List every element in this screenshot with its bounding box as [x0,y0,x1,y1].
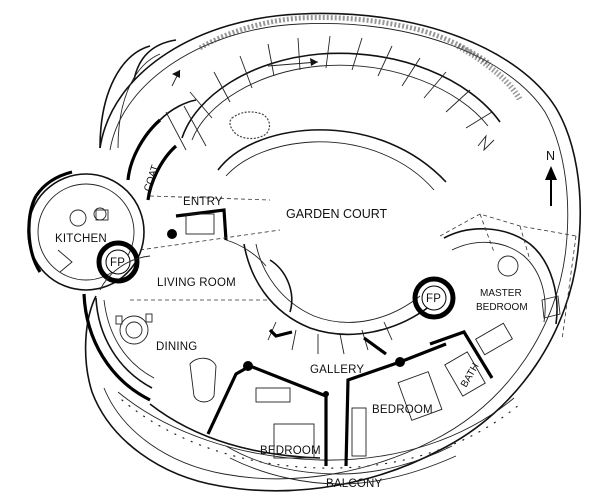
outer-ramp [84,12,582,492]
label-bedroom-south: BEDROOM [260,445,321,457]
living-room [99,195,293,313]
south-wing [82,293,521,469]
fireplace-east [412,276,456,320]
label-bedroom-east: BEDROOM [372,404,433,416]
kitchen-area [27,170,145,291]
label-fp-west: FP [110,257,125,269]
garden-court [217,129,447,355]
label-dining: DINING [156,341,197,353]
label-north: N [546,149,555,163]
label-fp-east: FP [426,293,441,305]
north-arrow-icon [545,166,557,206]
label-coat: COAT [142,164,161,193]
label-master-line2: BEDROOM [476,302,528,313]
label-master-line1: MASTER [480,288,522,299]
label-living-room: LIVING ROOM [157,277,236,289]
label-garden-court: GARDEN COURT [286,207,388,221]
label-gallery: GALLERY [310,364,364,376]
label-entry: ENTRY [183,196,223,208]
master-suite [429,213,577,397]
label-bath: BATH [459,362,481,390]
gallery-walls [268,328,387,397]
fireplace-west [96,240,140,284]
entry-walls [126,99,228,241]
label-balcony: BALCONY [326,478,382,490]
label-kitchen: KITCHEN [55,233,107,245]
